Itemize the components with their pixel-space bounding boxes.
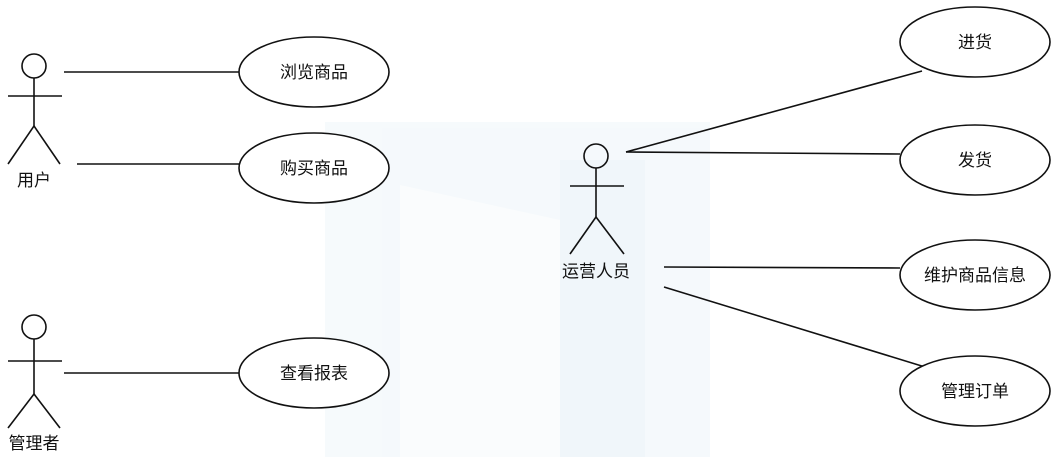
assoc-operator-orders xyxy=(663,286,926,368)
assoc-operator-ship xyxy=(625,151,901,155)
associations xyxy=(64,70,926,374)
use-case-stockin-label: 进货 xyxy=(958,33,992,53)
use-case-maintain-label: 维护商品信息 xyxy=(924,266,1026,286)
use-case-browse-label: 浏览商品 xyxy=(280,63,348,83)
use-case-report: 查看报表 xyxy=(238,337,390,409)
use-case-browse: 浏览商品 xyxy=(238,36,390,108)
actor-operator: 运营人员 xyxy=(562,143,630,282)
assoc-operator-stockin xyxy=(625,70,923,153)
use-case-report-label: 查看报表 xyxy=(280,364,348,384)
actor-operator-label: 运营人员 xyxy=(562,262,630,282)
use-case-orders-label: 管理订单 xyxy=(941,382,1009,402)
actor-user-label: 用户 xyxy=(17,171,51,191)
background-watermark xyxy=(325,122,710,457)
actor-admin-label: 管理者 xyxy=(9,434,60,454)
assoc-operator-maintain xyxy=(663,266,901,269)
actor-user: 用户 xyxy=(7,53,62,191)
actor-admin: 管理者 xyxy=(7,314,62,454)
use-case-maintain: 维护商品信息 xyxy=(899,239,1051,311)
use-case-buy-label: 购买商品 xyxy=(280,159,348,179)
use-case-ship-label: 发货 xyxy=(958,151,992,171)
use-case-buy: 购买商品 xyxy=(238,132,390,204)
use-case-orders: 管理订单 xyxy=(899,355,1051,427)
use-case-stockin: 进货 xyxy=(899,6,1051,78)
use-case-ship: 发货 xyxy=(899,124,1051,196)
